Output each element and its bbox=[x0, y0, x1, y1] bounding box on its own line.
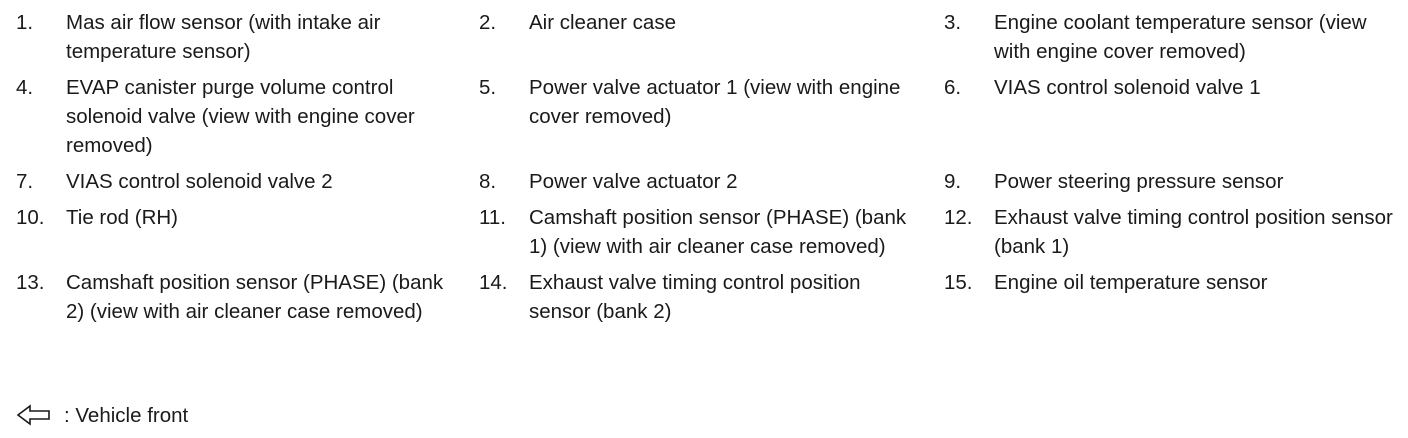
left-arrow-outline-icon bbox=[16, 404, 52, 426]
item-number: 15. bbox=[944, 271, 973, 294]
item-number: 7. bbox=[16, 170, 34, 193]
item-description: Camshaft position sensor (PHASE) (bank 2… bbox=[66, 271, 444, 323]
item-description: Exhaust valve timing control position se… bbox=[994, 206, 1393, 258]
legend-item-5: 5. Power valve actuator 1 (view with eng… bbox=[465, 73, 930, 160]
item-number: 5. bbox=[479, 76, 497, 99]
item-number: 3. bbox=[944, 11, 962, 34]
item-description: Mas air flow sensor (with intake air tem… bbox=[66, 11, 381, 63]
item-number: 11. bbox=[479, 206, 506, 229]
item-description: Exhaust valve timing control position se… bbox=[529, 271, 861, 323]
legend-item-9: 9. Power steering pressure sensor bbox=[930, 167, 1408, 196]
legend-row: 7. VIAS control solenoid valve 2 8. Powe… bbox=[0, 167, 1408, 196]
item-description: Air cleaner case bbox=[529, 11, 676, 34]
item-number: 4. bbox=[16, 76, 34, 99]
legend-item-14: 14. Exhaust valve timing control positio… bbox=[465, 268, 930, 326]
legend-item-6: 6. VIAS control solenoid valve 1 bbox=[930, 73, 1408, 160]
legend-row: 1. Mas air flow sensor (with intake air … bbox=[0, 8, 1408, 66]
item-description: EVAP canister purge volume control solen… bbox=[66, 76, 415, 157]
item-number: 12. bbox=[944, 206, 973, 229]
item-number: 2. bbox=[479, 11, 497, 34]
item-number: 14. bbox=[479, 271, 508, 294]
vehicle-front-label: : Vehicle front bbox=[64, 403, 189, 427]
legend-item-10: 10. Tie rod (RH) bbox=[0, 203, 465, 261]
legend-item-11: 11. Camshaft position sensor (PHASE) (ba… bbox=[465, 203, 930, 261]
item-description: Engine oil temperature sensor bbox=[994, 271, 1268, 294]
item-number: 8. bbox=[479, 170, 497, 193]
item-description: Camshaft position sensor (PHASE) (bank 1… bbox=[529, 206, 907, 258]
item-number: 6. bbox=[944, 76, 962, 99]
legend-item-7: 7. VIAS control solenoid valve 2 bbox=[0, 167, 465, 196]
legend-row: 13. Camshaft position sensor (PHASE) (ba… bbox=[0, 268, 1408, 326]
legend-item-3: 3. Engine coolant temperature sensor (vi… bbox=[930, 8, 1408, 66]
item-description: Power valve actuator 2 bbox=[529, 170, 738, 193]
item-description: Tie rod (RH) bbox=[66, 206, 178, 229]
legend-item-12: 12. Exhaust valve timing control positio… bbox=[930, 203, 1408, 261]
legend-item-2: 2. Air cleaner case bbox=[465, 8, 930, 66]
item-description: VIAS control solenoid valve 2 bbox=[66, 170, 333, 193]
legend-item-4: 4. EVAP canister purge volume control so… bbox=[0, 73, 465, 160]
item-number: 1. bbox=[16, 11, 34, 34]
legend-item-1: 1. Mas air flow sensor (with intake air … bbox=[0, 8, 465, 66]
legend-item-8: 8. Power valve actuator 2 bbox=[465, 167, 930, 196]
legend-table: 1. Mas air flow sensor (with intake air … bbox=[0, 8, 1408, 333]
item-description: Power valve actuator 1 (view with engine… bbox=[529, 76, 901, 128]
item-number: 13. bbox=[16, 271, 45, 294]
item-number: 9. bbox=[944, 170, 962, 193]
legend-item-13: 13. Camshaft position sensor (PHASE) (ba… bbox=[0, 268, 465, 326]
item-number: 10. bbox=[16, 206, 45, 229]
legend-row: 10. Tie rod (RH) 11. Camshaft position s… bbox=[0, 203, 1408, 261]
item-description: Power steering pressure sensor bbox=[994, 170, 1284, 193]
vehicle-front-legend: : Vehicle front bbox=[16, 400, 188, 430]
legend-item-15: 15. Engine oil temperature sensor bbox=[930, 268, 1408, 326]
item-description: Engine coolant temperature sensor (view … bbox=[994, 11, 1367, 63]
item-description: VIAS control solenoid valve 1 bbox=[994, 76, 1261, 99]
legend-row: 4. EVAP canister purge volume control so… bbox=[0, 73, 1408, 160]
